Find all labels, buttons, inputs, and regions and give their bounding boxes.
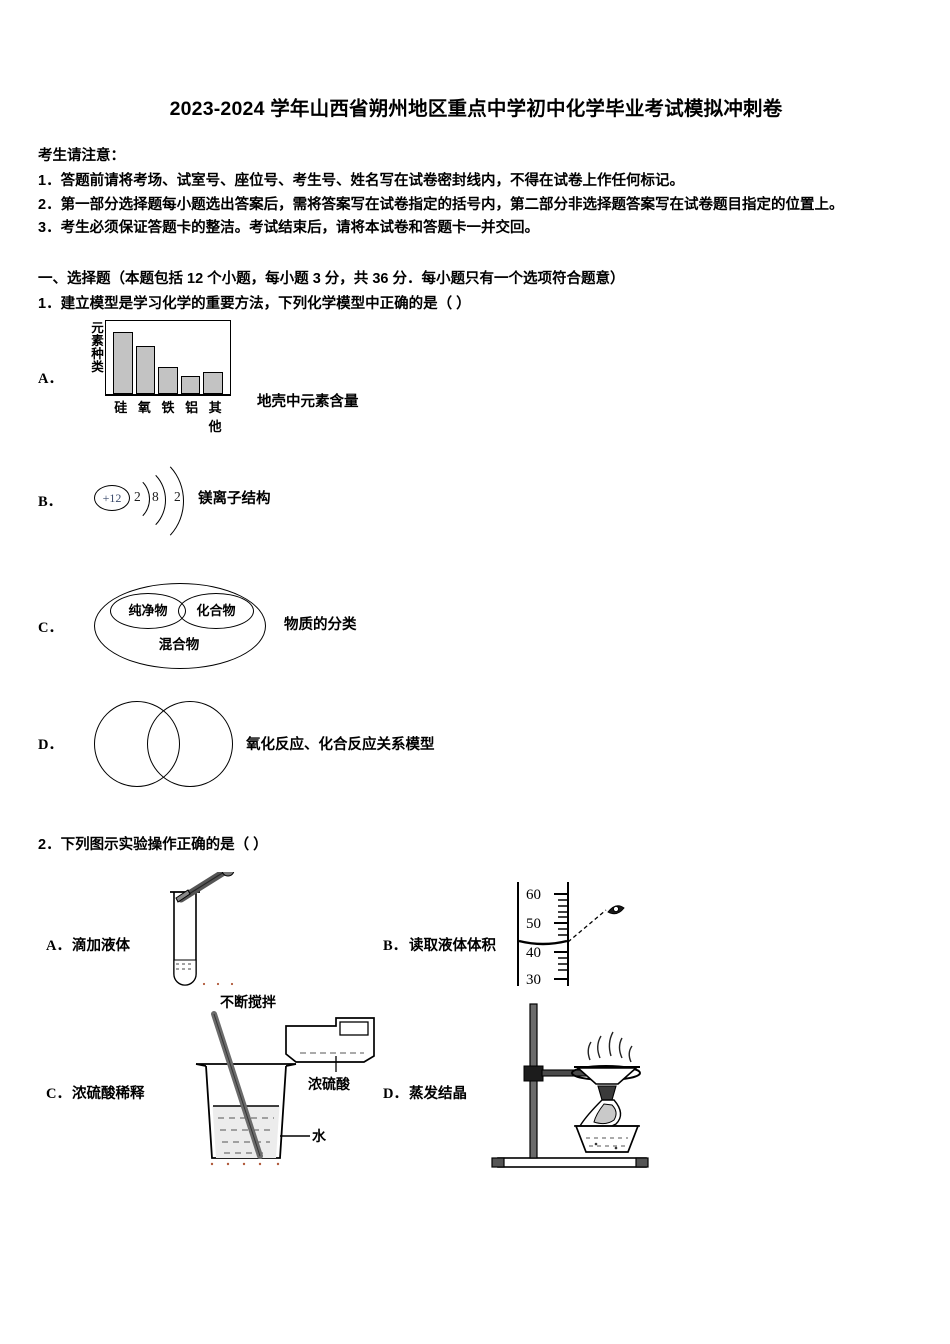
magnesium-ion-structure-diagram: +12 2 8 2 镁离子结构 bbox=[94, 445, 271, 557]
question-1-option-b[interactable]: B． +12 2 8 2 镁离子结构 bbox=[38, 437, 914, 565]
chart-bar bbox=[135, 346, 156, 395]
electron-shell-3-arc bbox=[96, 452, 184, 549]
scale-label-30: 30 bbox=[526, 972, 541, 988]
shell-electron-count-3: 2 bbox=[174, 488, 181, 504]
question-1-option-a[interactable]: A． 元素种类 硅 氧 铁 铝 其他 bbox=[38, 319, 914, 437]
question-2-options-grid: A． 滴加液体 bbox=[38, 866, 914, 1196]
option-letter-d: D． bbox=[383, 1085, 408, 1102]
chart-bar bbox=[203, 371, 223, 395]
chart-bar bbox=[113, 331, 133, 395]
question-1-option-c[interactable]: C． 纯净物 化合物 混合物 物质的分类 bbox=[38, 565, 914, 689]
scale-label-60: 60 bbox=[526, 887, 541, 903]
evaporation-crystallization-figure bbox=[478, 996, 678, 1181]
notice-line-2: 2．第一部分选择题每小题选出答案后，需将答案写在试卷指定的括号内，第二部分非选择… bbox=[38, 196, 844, 213]
option-b-caption: 读取液体体积 bbox=[409, 937, 496, 954]
question-2-option-a[interactable]: A． 滴加液体 bbox=[46, 934, 130, 955]
document-body: 2023-2024 学年山西省朔州地区重点中学初中化学毕业考试模拟冲刺卷 考生请… bbox=[38, 96, 914, 1196]
option-a-caption: 地壳中元素含量 bbox=[257, 394, 359, 411]
dropper-test-tube-svg bbox=[170, 871, 235, 986]
page-title: 2023-2024 学年山西省朔州地区重点中学初中化学毕业考试模拟冲刺卷 bbox=[169, 98, 783, 120]
outer-ellipse-mixture bbox=[94, 582, 266, 669]
label-concentrated-sulfuric-acid: 浓硫酸 bbox=[308, 1075, 350, 1092]
question-1-number: 1． bbox=[38, 295, 61, 312]
crust-element-bar-chart: 元素种类 硅 氧 铁 铝 其他 bbox=[90, 320, 231, 435]
option-letter-b: B． bbox=[383, 937, 408, 954]
option-letter-c: C． bbox=[46, 1085, 71, 1102]
shell-electron-count-2: 8 bbox=[152, 488, 159, 504]
inner-ellipse-pure-substance: 纯净物 bbox=[110, 592, 186, 629]
scale-label-50: 50 bbox=[526, 916, 541, 932]
option-c-caption: 物质的分类 bbox=[284, 616, 357, 633]
nucleus-charge: +12 bbox=[94, 484, 130, 511]
substance-classification-diagram: 纯净物 化合物 混合物 物质的分类 bbox=[94, 579, 357, 675]
label-keep-stirring: 不断搅拌 bbox=[220, 993, 276, 1010]
chart-plot-area bbox=[105, 320, 231, 397]
option-c-caption: 浓硫酸稀释 bbox=[72, 1085, 145, 1102]
chart-x-tick: 铝 bbox=[185, 400, 199, 416]
chart-x-tick: 其他 bbox=[208, 400, 222, 435]
question-2-option-b[interactable]: B． 读取液体体积 bbox=[383, 934, 496, 955]
question-1-option-d[interactable]: D． 氧化反应、化合反应关系模型 bbox=[38, 689, 914, 799]
reaction-relationship-venn-diagram: 氧化反应、化合反应关系模型 bbox=[94, 700, 435, 787]
question-1-text: 建立模型是学习化学的重要方法，下列化学模型中正确的是（ ） bbox=[60, 295, 471, 312]
question-2-text: 下列图示实验操作正确的是（ ） bbox=[60, 836, 268, 853]
chart-y-axis-label: 元素种类 bbox=[91, 321, 104, 374]
outer-ellipse-label-mixture: 混合物 bbox=[158, 636, 200, 652]
sulfuric-acid-dilution-svg bbox=[195, 1010, 375, 1165]
option-letter-c: C． bbox=[38, 620, 63, 637]
notice-line-3: 3．考生必须保证答题卡的整洁。考试结束后，请将本试卷和答题卡一并交回。 bbox=[38, 220, 540, 237]
evaporation-setup-svg bbox=[491, 1003, 649, 1168]
option-letter-a: A． bbox=[38, 371, 63, 388]
chart-bar bbox=[158, 366, 178, 395]
option-letter-b: B． bbox=[38, 494, 63, 511]
option-b-caption: 镁离子结构 bbox=[198, 490, 271, 507]
question-2-number: 2． bbox=[38, 836, 61, 853]
sulfuric-acid-dilution-figure: 不断搅拌 浓硫酸 水 bbox=[168, 994, 398, 1178]
inner-ellipse-compound: 化合物 bbox=[178, 592, 254, 629]
chart-x-tick: 铁 bbox=[161, 400, 175, 416]
eye-icon bbox=[607, 905, 625, 915]
label-water: 水 bbox=[312, 1127, 326, 1144]
question-2-option-d[interactable]: D． 蒸发结晶 bbox=[383, 1082, 467, 1103]
section-heading-multiple-choice: 一、选择题（本题包括 12 个小题，每小题 3 分，共 36 分．每小题只有一个… bbox=[38, 270, 625, 287]
chart-x-tick: 氧 bbox=[137, 400, 151, 416]
option-letter-a: A． bbox=[46, 937, 71, 954]
graduated-cylinder-reading-figure: 60 50 40 30 bbox=[510, 880, 630, 990]
chart-body: 硅 氧 铁 铝 其他 bbox=[105, 320, 231, 435]
shell-electron-count-1: 2 bbox=[134, 488, 141, 504]
option-letter-d: D． bbox=[38, 737, 63, 754]
venn-circle-right bbox=[147, 700, 233, 787]
chart-x-tick-labels: 硅 氧 铁 铝 其他 bbox=[105, 397, 231, 435]
option-d-caption: 氧化反应、化合反应关系模型 bbox=[246, 736, 435, 753]
question-2-option-c[interactable]: C． 浓硫酸稀释 bbox=[46, 1082, 145, 1103]
option-d-caption: 蒸发结晶 bbox=[409, 1085, 467, 1102]
question-2-stem: 2．下列图示实验操作正确的是（ ） bbox=[38, 833, 914, 854]
dropper-test-tube-figure bbox=[148, 871, 258, 990]
notice-heading: 考生请注意： bbox=[38, 148, 125, 165]
option-a-caption: 滴加液体 bbox=[72, 937, 130, 954]
chart-bar bbox=[180, 376, 201, 395]
question-1-stem: 1．建立模型是学习化学的重要方法，下列化学模型中正确的是（ ） bbox=[38, 292, 914, 313]
chart-x-tick: 硅 bbox=[114, 400, 128, 416]
graduated-cylinder-svg: 60 50 40 30 bbox=[517, 881, 625, 988]
scale-label-40: 40 bbox=[526, 945, 541, 961]
notice-line-1: 1．答题前请将考场、试室号、座位号、考生号、姓名写在试卷密封线内，不得在试卷上作… bbox=[38, 173, 685, 190]
